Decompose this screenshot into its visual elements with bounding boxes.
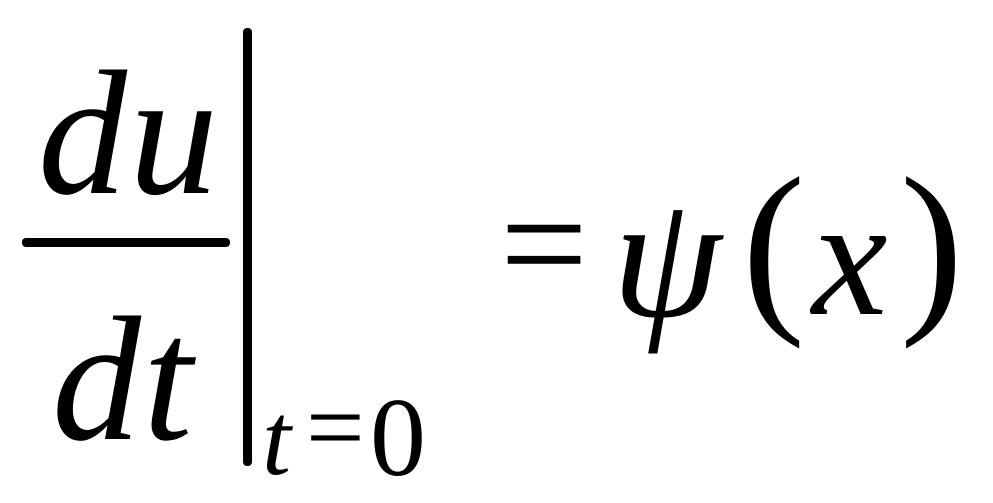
numerator-du: du [38, 34, 220, 232]
left-parenthesis: ( [742, 140, 806, 350]
fraction-bar [22, 238, 230, 247]
right-parenthesis: ) [900, 140, 964, 350]
equals-sign: = [500, 157, 588, 330]
evaluation-bar [243, 28, 252, 466]
psi-function: ψ [612, 160, 722, 355]
denominator-dt: dt [52, 280, 195, 478]
subscript-equals: = [306, 370, 365, 485]
argument-x: x [812, 163, 888, 351]
subscript-variable: t [262, 382, 291, 497]
subscript-value: 0 [370, 376, 426, 500]
